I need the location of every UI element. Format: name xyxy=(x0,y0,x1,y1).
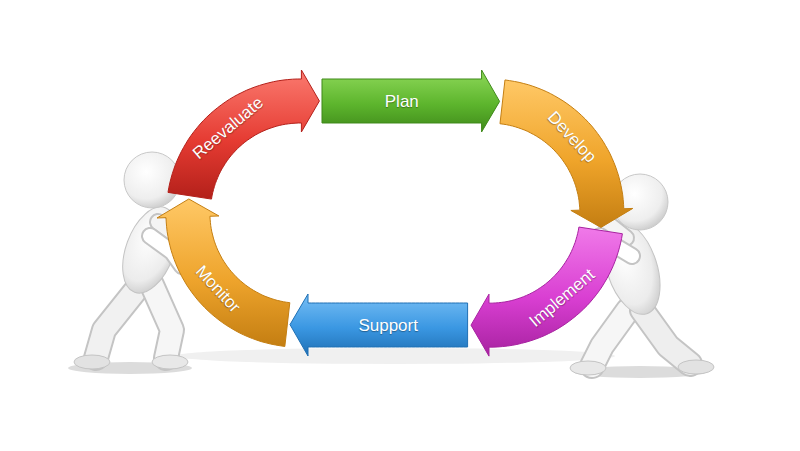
develop-arrow: Develop xyxy=(498,78,635,229)
plan-arrow: Plan xyxy=(320,68,502,134)
arrow-body xyxy=(500,80,633,227)
arrow-body xyxy=(168,70,319,199)
arrow-shape xyxy=(155,197,292,348)
arrow-shape xyxy=(498,78,635,229)
arrow-shape xyxy=(166,68,321,201)
step-label: Plan xyxy=(385,93,419,110)
reevaluate-arrow: Reevaluate xyxy=(166,68,321,201)
arrow-shape xyxy=(469,225,624,358)
arrow-body xyxy=(157,199,290,346)
support-arrow: Support xyxy=(288,292,470,358)
monitor-arrow: Monitor xyxy=(155,197,292,348)
arrow-body xyxy=(290,294,468,356)
step-label: Support xyxy=(358,317,418,334)
arrow-body xyxy=(471,227,622,356)
arrow-body xyxy=(322,70,500,132)
implement-arrow: Implement xyxy=(469,225,624,358)
